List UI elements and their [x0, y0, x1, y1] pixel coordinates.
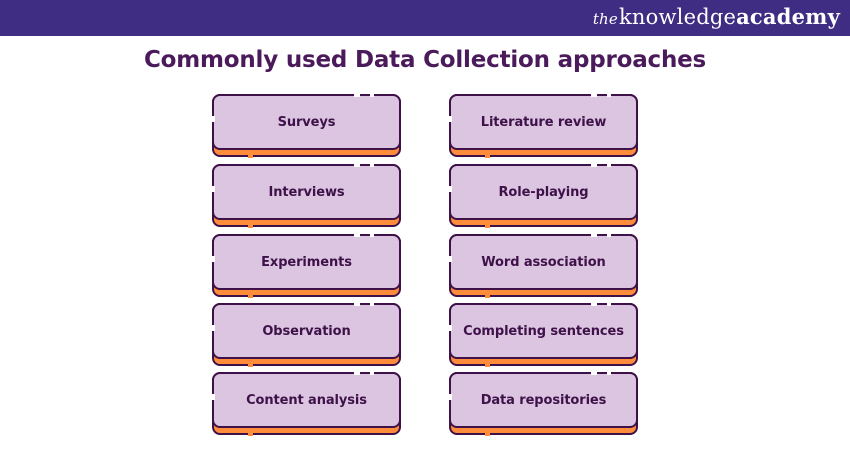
- approach-card-role-playing: Role-playing: [448, 163, 638, 228]
- approach-card-completing-sentences: Completing sentences: [448, 302, 638, 367]
- card-face: Completing sentences: [448, 302, 638, 359]
- card-face: Observation: [211, 302, 401, 359]
- approach-card-interviews: Interviews: [211, 163, 401, 228]
- approach-label: Surveys: [277, 114, 336, 130]
- logo-prefix: the: [592, 10, 618, 28]
- approach-label: Content analysis: [246, 392, 367, 408]
- approach-card-observation: Observation: [211, 302, 401, 367]
- approach-label: Literature review: [480, 114, 607, 130]
- card-face: Content analysis: [211, 371, 401, 428]
- approach-label: Observation: [262, 323, 351, 339]
- card-face: Word association: [448, 233, 638, 290]
- logo-suffix: academy: [736, 4, 840, 29]
- logo-main: knowledge: [618, 5, 737, 29]
- page-title: Commonly used Data Collection approaches: [143, 47, 707, 73]
- card-face: Interviews: [211, 163, 401, 220]
- card-face: Literature review: [448, 93, 638, 150]
- approach-label: Word association: [481, 254, 606, 270]
- approach-label: Data repositories: [480, 392, 607, 408]
- approach-card-content-analysis: Content analysis: [211, 371, 401, 436]
- approach-card-literature-review: Literature review: [448, 93, 638, 158]
- brand-logo: theknowledgeacademy: [593, 4, 840, 29]
- approach-card-experiments: Experiments: [211, 233, 401, 298]
- approach-label: Interviews: [268, 184, 345, 200]
- approach-card-word-association: Word association: [448, 233, 638, 298]
- card-face: Experiments: [211, 233, 401, 290]
- approach-card-surveys: Surveys: [211, 93, 401, 158]
- approach-label: Completing sentences: [463, 323, 624, 339]
- header-bar: theknowledgeacademy: [0, 0, 850, 36]
- approach-label: Role-playing: [498, 184, 589, 200]
- approach-label: Experiments: [261, 254, 352, 270]
- card-face: Role-playing: [448, 163, 638, 220]
- approach-card-data-repositories: Data repositories: [448, 371, 638, 436]
- card-face: Surveys: [211, 93, 401, 150]
- card-face: Data repositories: [448, 371, 638, 428]
